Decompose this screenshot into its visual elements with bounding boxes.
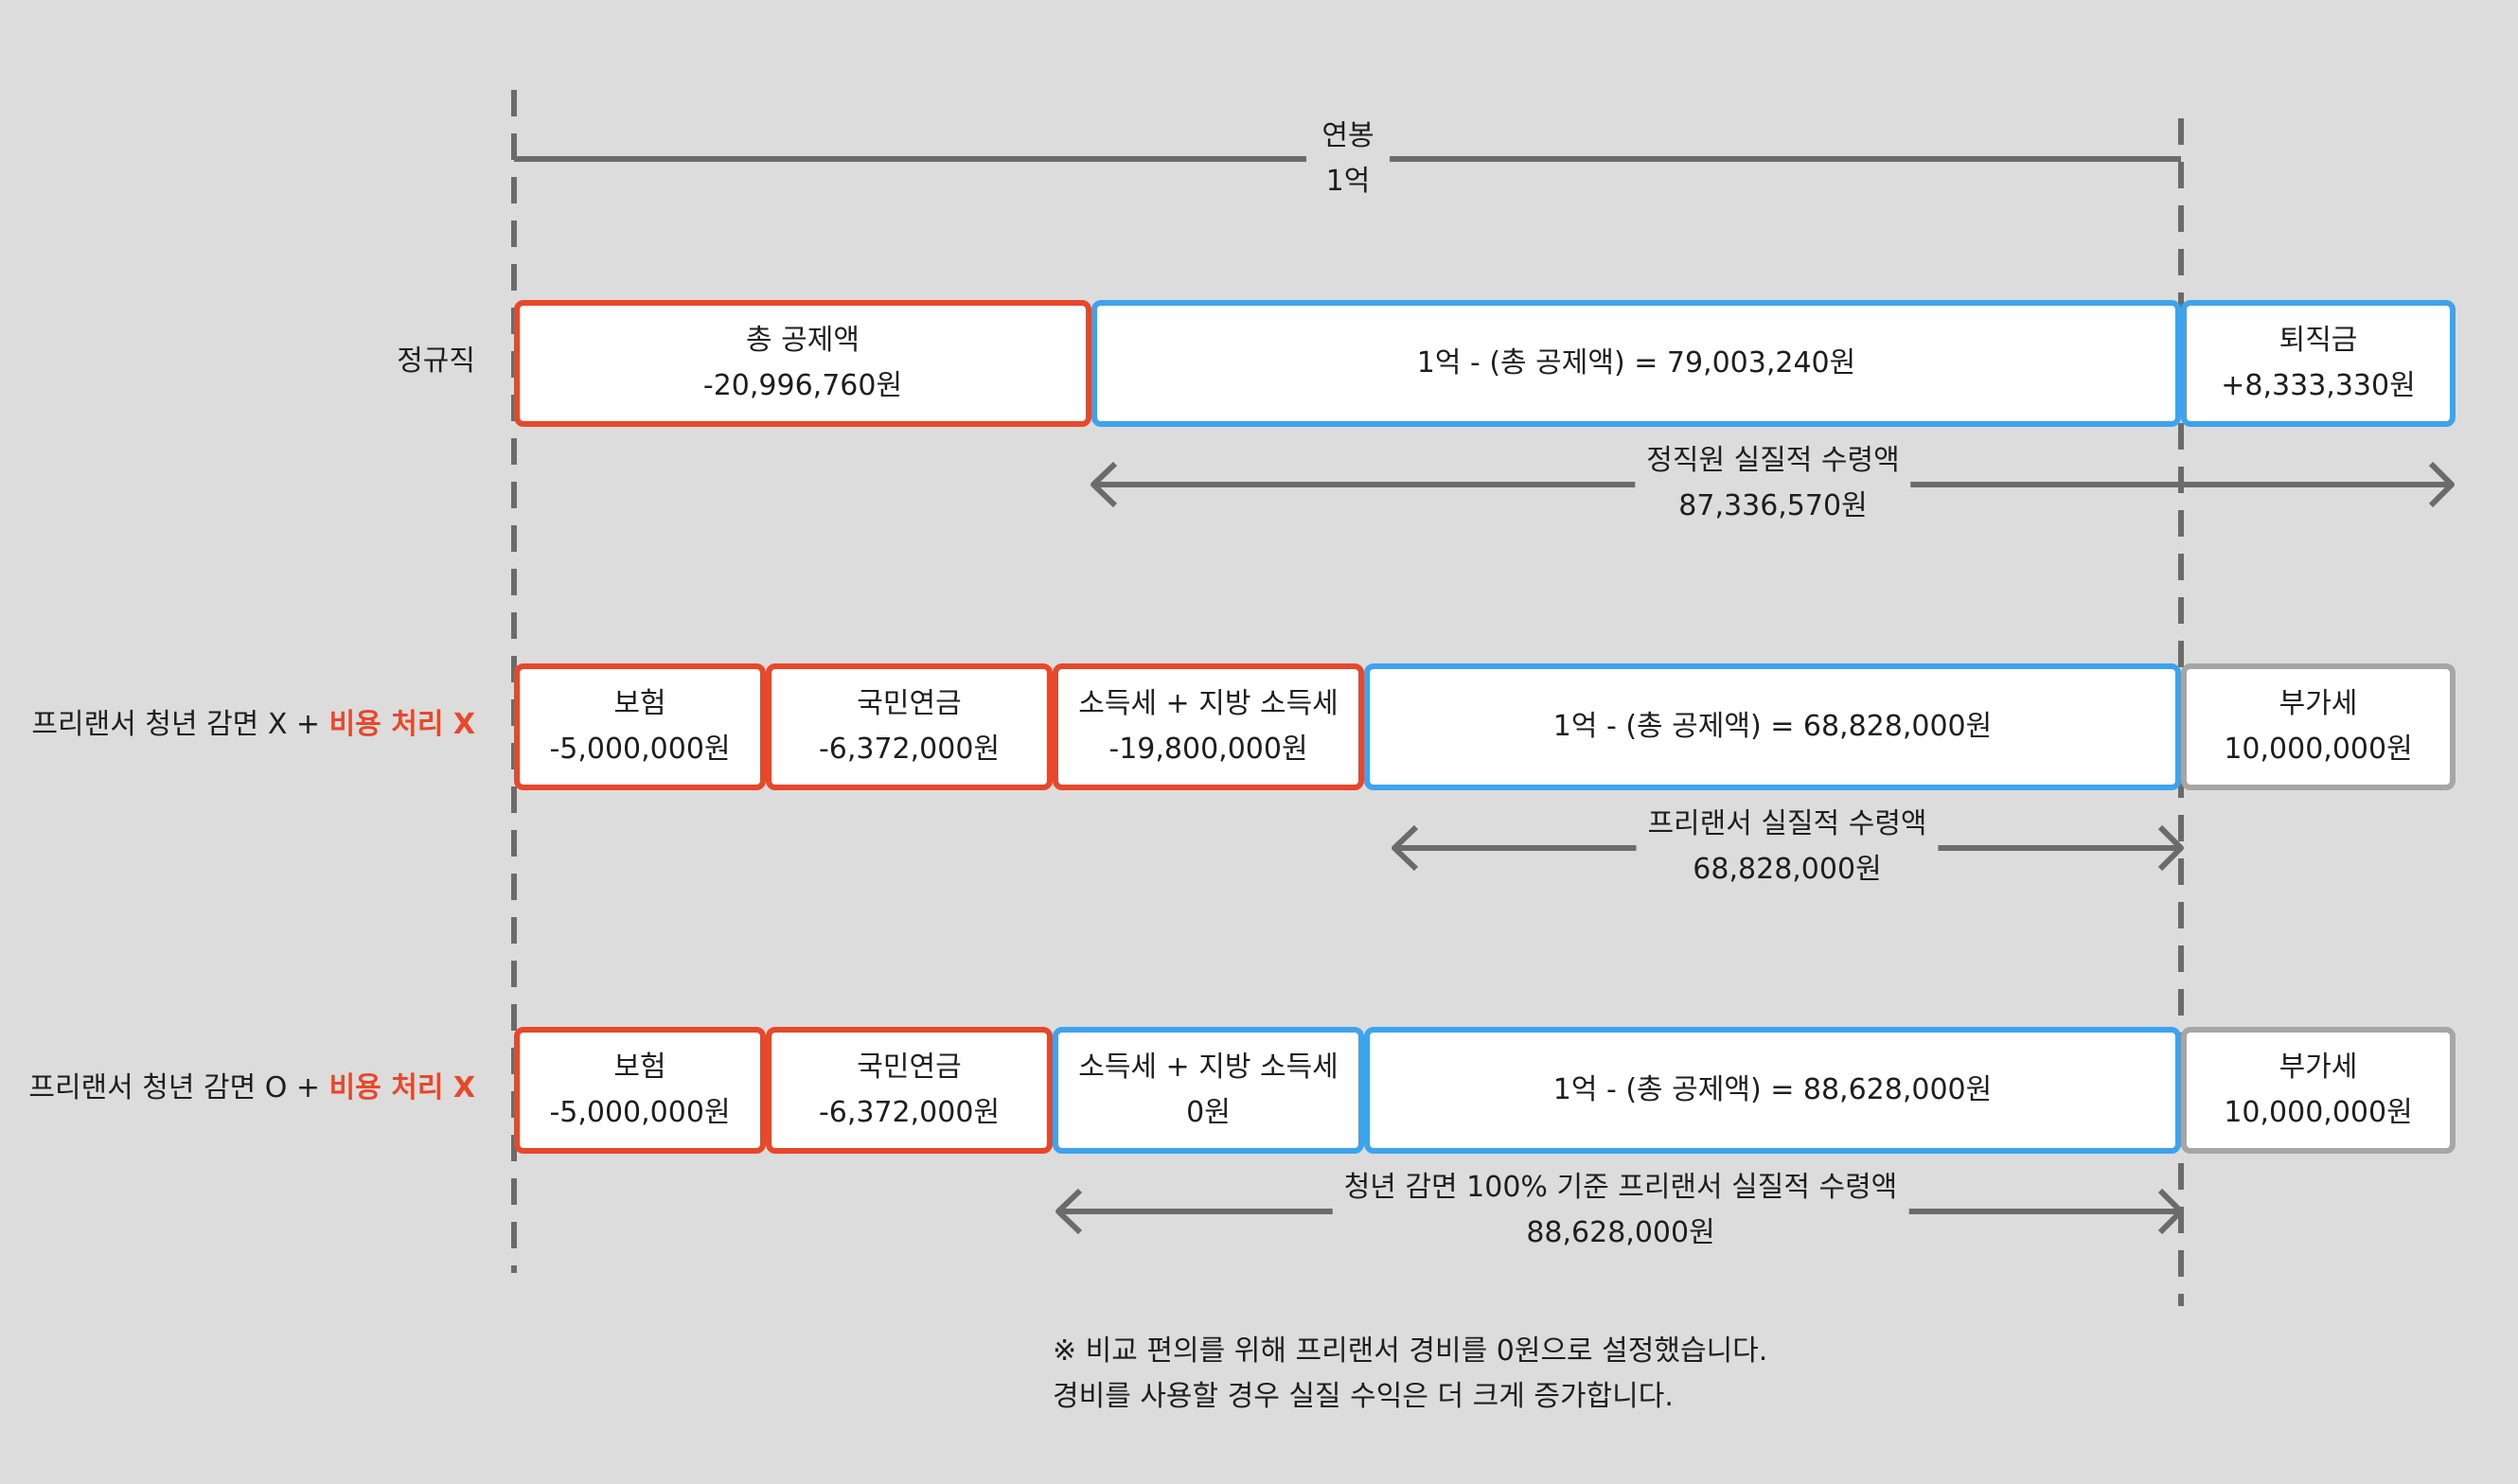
vat-box: 부가세 10,000,000원 [2181,663,2456,790]
net-arrow-head-right-3 [2157,1188,2184,1235]
box-title: 소득세 + 지방 소득세 [1078,1051,1339,1084]
box-title: 국민연금 [857,1051,962,1084]
income-tax-box: 소득세 + 지방 소득세 0원 [1053,1027,1364,1154]
salary-label: 연봉 1억 [1310,114,1386,204]
box-value: 1억 - (총 공제액) = 88,628,000원 [1552,1073,1993,1106]
box-value: 0원 [1186,1096,1231,1129]
row-label-highlight: 비용 처리 X [328,1071,475,1104]
box-value: 10,000,000원 [2224,733,2413,766]
row-label-text: 프리랜서 청년 감면 O + [28,1071,329,1104]
vat-box: 부가세 10,000,000원 [2181,1027,2456,1154]
net-label-3: 청년 감면 100% 기준 프리랜서 실질적 수령액 88,628,000원 [1332,1165,1909,1256]
net-income-box: 1억 - (총 공제액) = 88,628,000원 [1364,1027,2181,1154]
box-value: +8,333,330원 [2221,369,2416,402]
net-value: 88,628,000원 [1526,1216,1715,1249]
income-tax-box: 소득세 + 지방 소득세 -19,800,000원 [1053,663,1364,790]
footnote-line-2: 경비를 사용할 경우 실질 수익은 더 크게 증가합니다. [1053,1380,1674,1413]
insurance-box: 보험 -5,000,000원 [514,663,766,790]
net-income-box: 1억 - (총 공제액) = 79,003,240원 [1091,300,2181,427]
insurance-box: 보험 -5,000,000원 [514,1027,766,1154]
footnote: ※ 비교 편의를 위해 프리랜서 경비를 0원으로 설정했습니다. 경비를 사용… [1053,1329,1767,1420]
box-value: 1억 - (총 공제액) = 79,003,240원 [1416,346,1856,380]
box-value: -5,000,000원 [549,1096,731,1129]
box-title: 국민연금 [857,687,962,720]
deduction-total-box: 총 공제액 -20,996,760원 [514,300,1091,427]
pension-box: 국민연금 -6,372,000원 [766,1027,1053,1154]
net-arrow-head-left-3 [1055,1188,1083,1235]
box-title: 소득세 + 지방 소득세 [1078,687,1339,720]
box-title: 퇴직금 [2279,324,2358,357]
net-value: 68,828,000원 [1693,853,1882,886]
box-title: 보험 [613,687,666,720]
box-title: 부가세 [2279,687,2358,720]
box-value: -6,372,000원 [818,1096,1001,1129]
box-value: -19,800,000원 [1108,733,1308,766]
row-label-highlight: 비용 처리 X [328,708,475,741]
net-income-box: 1억 - (총 공제액) = 68,828,000원 [1364,663,2181,790]
net-arrow-head-left-2 [1392,824,1419,872]
box-title: 보험 [613,1051,666,1084]
pension-box: 국민연금 -6,372,000원 [766,663,1053,790]
net-label-2: 프리랜서 실질적 수령액 68,828,000원 [1636,802,1939,892]
box-title: 부가세 [2279,1051,2358,1084]
box-value: -6,372,000원 [818,733,1001,766]
net-arrow-head-left-1 [1091,461,1118,508]
net-title: 정직원 실질적 수령액 [1646,444,1900,477]
row-label-1: 정규직 [397,343,475,380]
net-value: 87,336,570원 [1678,489,1868,522]
box-value: 10,000,000원 [2224,1096,2413,1129]
box-value: -5,000,000원 [549,733,731,766]
row-label-2: 프리랜서 청년 감면 X + 비용 처리 X [31,706,475,744]
row-label-text: 프리랜서 청년 감면 X + [31,708,329,741]
box-title: 총 공제액 [746,324,860,357]
net-title: 프리랜서 실질적 수령액 [1647,807,1927,840]
salary-title: 연봉 [1321,119,1374,152]
net-label-1: 정직원 실질적 수령액 87,336,570원 [1635,438,1911,529]
net-arrow-head-right-2 [2157,824,2184,872]
row-label-3: 프리랜서 청년 감면 O + 비용 처리 X [28,1069,475,1107]
severance-box: 퇴직금 +8,333,330원 [2181,300,2456,427]
net-title: 청년 감면 100% 기준 프리랜서 실질적 수령액 [1343,1171,1898,1204]
box-value: -20,996,760원 [702,369,903,402]
box-value: 1억 - (총 공제액) = 68,828,000원 [1552,710,1993,743]
footnote-line-1: ※ 비교 편의를 위해 프리랜서 경비를 0원으로 설정했습니다. [1053,1334,1768,1368]
salary-value: 1억 [1325,165,1371,198]
row-label-text: 정규직 [397,344,475,378]
net-arrow-head-right-1 [2428,461,2455,508]
